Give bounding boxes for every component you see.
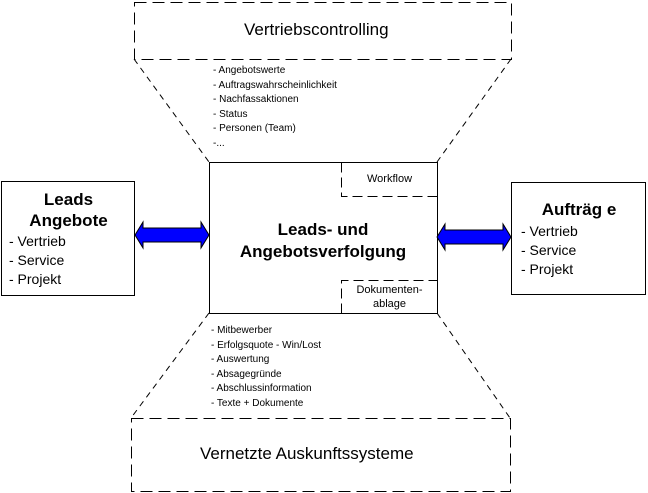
top-dashed-box <box>134 2 512 60</box>
list-item: - Angebotswerte <box>213 65 286 76</box>
list-item: - Nachfassaktionen <box>213 94 299 105</box>
bottom-list: - Mitbewerber - Erfolgsquote - Win/Lost … <box>211 324 321 411</box>
list-item: - Status <box>213 108 248 120</box>
funnel-bottom-right <box>436 312 511 419</box>
right-list: - Vertrieb - Service - Projekt <box>521 222 578 279</box>
left-box <box>1 181 135 296</box>
bottom-dashed-box <box>131 418 511 492</box>
list-item: - Auswertung <box>211 354 270 365</box>
list-item: - Auftragswahrscheinlichkeit <box>213 79 337 91</box>
center-title: Leads- und Angebotsverfolgung <box>209 219 437 263</box>
list-item: - Abschlussinformation <box>211 383 312 394</box>
list-item: - Service <box>521 242 577 258</box>
top-list: - Angebotswerte - Auftragswahrscheinlich… <box>213 64 337 151</box>
list-item: - Personen (Team) <box>213 123 296 134</box>
workflow-label: Workflow <box>366 173 413 185</box>
left-title: Leads Angebote <box>2 189 135 231</box>
funnel-top-left <box>133 58 210 163</box>
docs-label: Dokumenten- ablage <box>342 283 437 311</box>
docs-line1: Dokumenten- <box>356 284 423 296</box>
bottom-title: Vernetzte Auskunftssysteme <box>200 444 414 463</box>
right-double-arrow <box>436 222 512 252</box>
list-item: - Projekt <box>9 271 62 287</box>
funnel-top-right <box>436 58 512 163</box>
left-title-line1: Leads <box>43 190 94 209</box>
list-item: -... <box>213 137 225 149</box>
funnel-bottom-left <box>130 312 210 419</box>
list-item: - Texte + Dokumente <box>211 397 304 409</box>
workflow-dashed-box <box>341 162 438 197</box>
right-title: Aufträg e <box>541 200 617 219</box>
list-item: - Projekt <box>521 261 574 277</box>
list-item: - Mitbewerber <box>211 325 273 336</box>
left-list: - Vertrieb - Service - Projekt <box>9 232 66 289</box>
left-title-line2: Angebote <box>29 211 108 230</box>
top-title: Vertriebscontrolling <box>244 20 389 39</box>
list-item: - Vertrieb <box>521 223 578 239</box>
list-item: - Absagegründe <box>211 368 282 380</box>
center-title-line1: Leads- und <box>277 220 369 239</box>
docs-line2: ablage <box>372 298 407 310</box>
list-item: - Vertrieb <box>9 233 66 249</box>
left-double-arrow <box>134 220 210 250</box>
list-item: - Service <box>9 252 65 268</box>
right-box <box>511 182 646 295</box>
center-title-line2: Angebotsverfolgung <box>239 242 407 261</box>
docs-dashed-box <box>341 280 438 314</box>
list-item: - Erfolgsquote - Win/Lost <box>211 339 322 351</box>
